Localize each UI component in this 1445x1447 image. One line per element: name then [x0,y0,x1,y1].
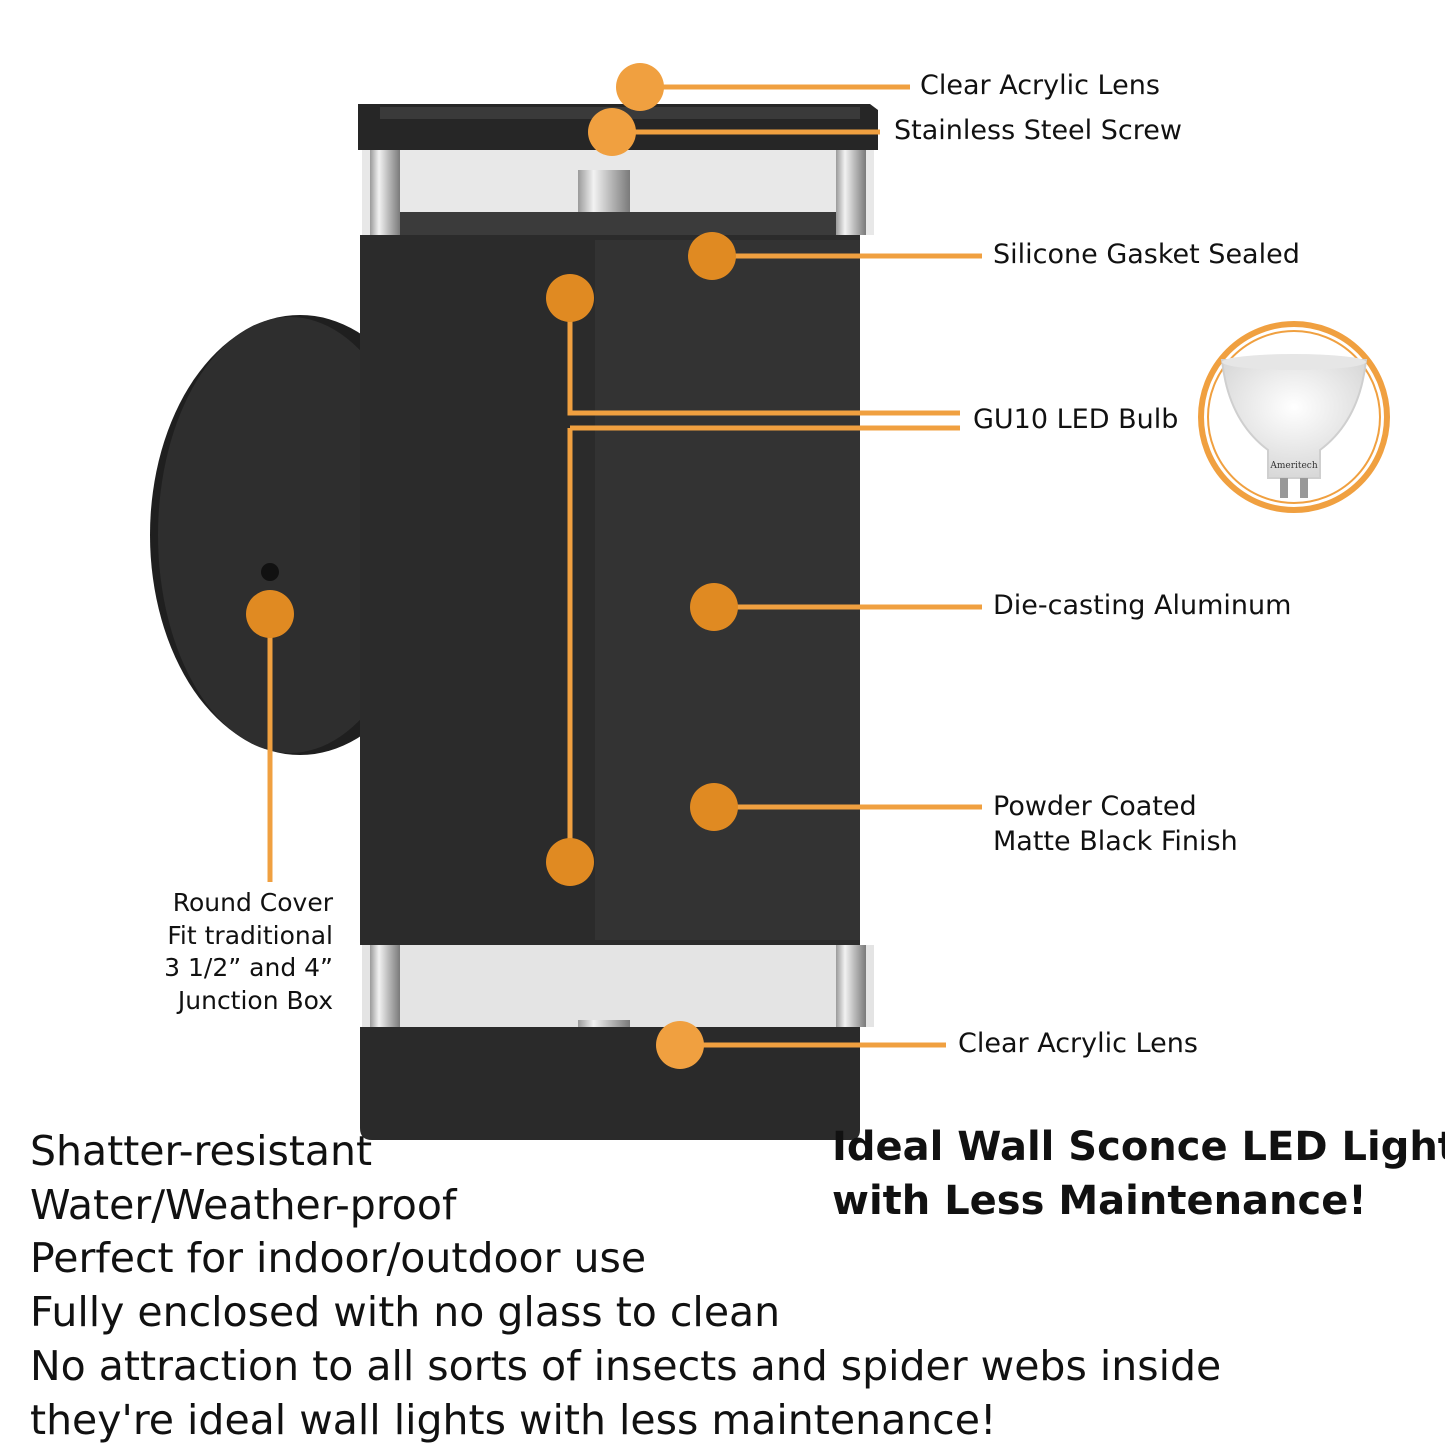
dot-aluminum [690,583,738,631]
cover-note-line: Fit traditional [167,920,333,950]
cover-note-line: Junction Box [177,985,333,1015]
dot-bottom-lens [656,1021,704,1069]
dot-cover [246,590,294,638]
headline-line: Ideal Wall Sconce LED Light [832,1124,1445,1170]
feature-item: Perfect for indoor/outdoor use [30,1234,647,1283]
callout-bulb: GU10 LED Bulb [973,404,1179,435]
headline-line: with Less Maintenance! [832,1178,1367,1224]
dot-top-lens [616,63,664,111]
cover-note: Round Cover Fit traditional 3 1/2” and 4… [164,887,333,1017]
dot-finish [690,783,738,831]
dot-gasket [688,232,736,280]
feature-item: No attraction to all sorts of insects an… [30,1341,1222,1390]
fixture-body [358,104,878,1140]
dot-bulb-top [546,274,594,322]
callout-screw: Stainless Steel Screw [894,115,1182,146]
callout-finish-line1: Powder Coated [993,791,1197,822]
callout-bottom-lens: Clear Acrylic Lens [958,1028,1198,1059]
feature-item: Shatter-resistant [30,1127,373,1175]
callout-top-lens: Clear Acrylic Lens [920,70,1160,101]
dot-bulb-bottom [546,838,594,886]
callout-finish: Powder Coated Matte Black Finish [993,789,1238,859]
cover-note-line: Round Cover [172,888,333,917]
bulb-inset: Ameritech [1198,321,1390,513]
feature-list: Shatter-resistant Water/Weather-proof Pe… [30,1125,1221,1447]
callout-finish-line2: Matte Black Finish [993,826,1238,857]
feature-item: they're ideal wall lights with less main… [30,1395,997,1444]
headline: Ideal Wall Sconce LED Light with Less Ma… [832,1120,1445,1228]
callout-leaders [267,84,982,1048]
bulb-brand-text: Ameritech [1269,461,1318,471]
callout-aluminum: Die-casting Aluminum [993,590,1292,621]
cover-note-line: 3 1/2” and 4” [164,953,333,982]
callout-dots [246,63,738,1069]
feature-item: Fully enclosed with no glass to clean [30,1288,781,1337]
callout-gasket: Silicone Gasket Sealed [993,239,1300,270]
feature-item: Water/Weather-proof [30,1180,457,1229]
dot-screw [588,108,636,156]
